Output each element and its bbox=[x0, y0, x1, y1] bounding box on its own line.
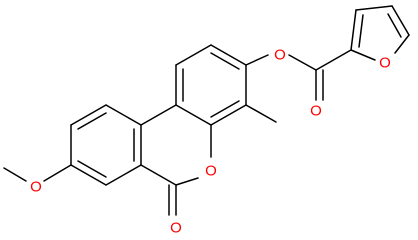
bond-lines bbox=[3, 5, 410, 216]
bond bbox=[175, 44, 212, 66]
bond bbox=[210, 100, 240, 118]
atom-label-oxygen: O bbox=[379, 55, 391, 72]
bond bbox=[245, 104, 277, 123]
bond bbox=[77, 112, 107, 130]
bond bbox=[350, 9, 357, 51]
atom-label-oxygen: O bbox=[205, 163, 217, 180]
bond bbox=[315, 49, 352, 71]
bond bbox=[70, 104, 107, 126]
bond bbox=[77, 160, 107, 178]
bond bbox=[394, 34, 410, 54]
atom-o-ring: O bbox=[204, 163, 218, 180]
atom-label-background bbox=[29, 179, 43, 195]
atom-o-ester: O bbox=[273, 47, 287, 64]
atom-label-background bbox=[169, 220, 183, 236]
bond bbox=[358, 14, 364, 48]
bond bbox=[387, 13, 402, 38]
bond bbox=[105, 104, 142, 126]
atom-label-oxygen: O bbox=[30, 179, 42, 196]
bond bbox=[391, 5, 410, 36]
atom-o-carbonyl: O bbox=[309, 103, 323, 120]
bond bbox=[3, 167, 27, 182]
atom-label-oxygen: O bbox=[310, 103, 322, 120]
bond bbox=[355, 5, 393, 11]
bond bbox=[140, 164, 177, 186]
bond bbox=[140, 104, 177, 126]
bond bbox=[210, 104, 247, 126]
atom-labels: O O O O O O bbox=[29, 47, 392, 237]
bond bbox=[245, 54, 269, 66]
bond bbox=[350, 49, 376, 61]
atom-label-oxygen: O bbox=[274, 47, 286, 64]
atom-o-methoxy: O bbox=[29, 179, 43, 196]
atom-label-oxygen: O bbox=[170, 220, 182, 237]
atom-o-furan: O bbox=[378, 55, 392, 72]
bond bbox=[288, 54, 317, 71]
atom-label-background bbox=[378, 55, 392, 71]
bond bbox=[175, 177, 199, 186]
bond bbox=[175, 104, 212, 126]
bond bbox=[70, 164, 107, 186]
bond bbox=[210, 52, 240, 70]
bond bbox=[43, 164, 72, 182]
atom-o-lactone: O bbox=[169, 220, 183, 237]
atom-label-background bbox=[309, 103, 323, 119]
atom-label-background bbox=[273, 47, 287, 63]
bond bbox=[105, 164, 142, 186]
atom-label-background bbox=[204, 163, 218, 179]
bond bbox=[210, 44, 247, 66]
